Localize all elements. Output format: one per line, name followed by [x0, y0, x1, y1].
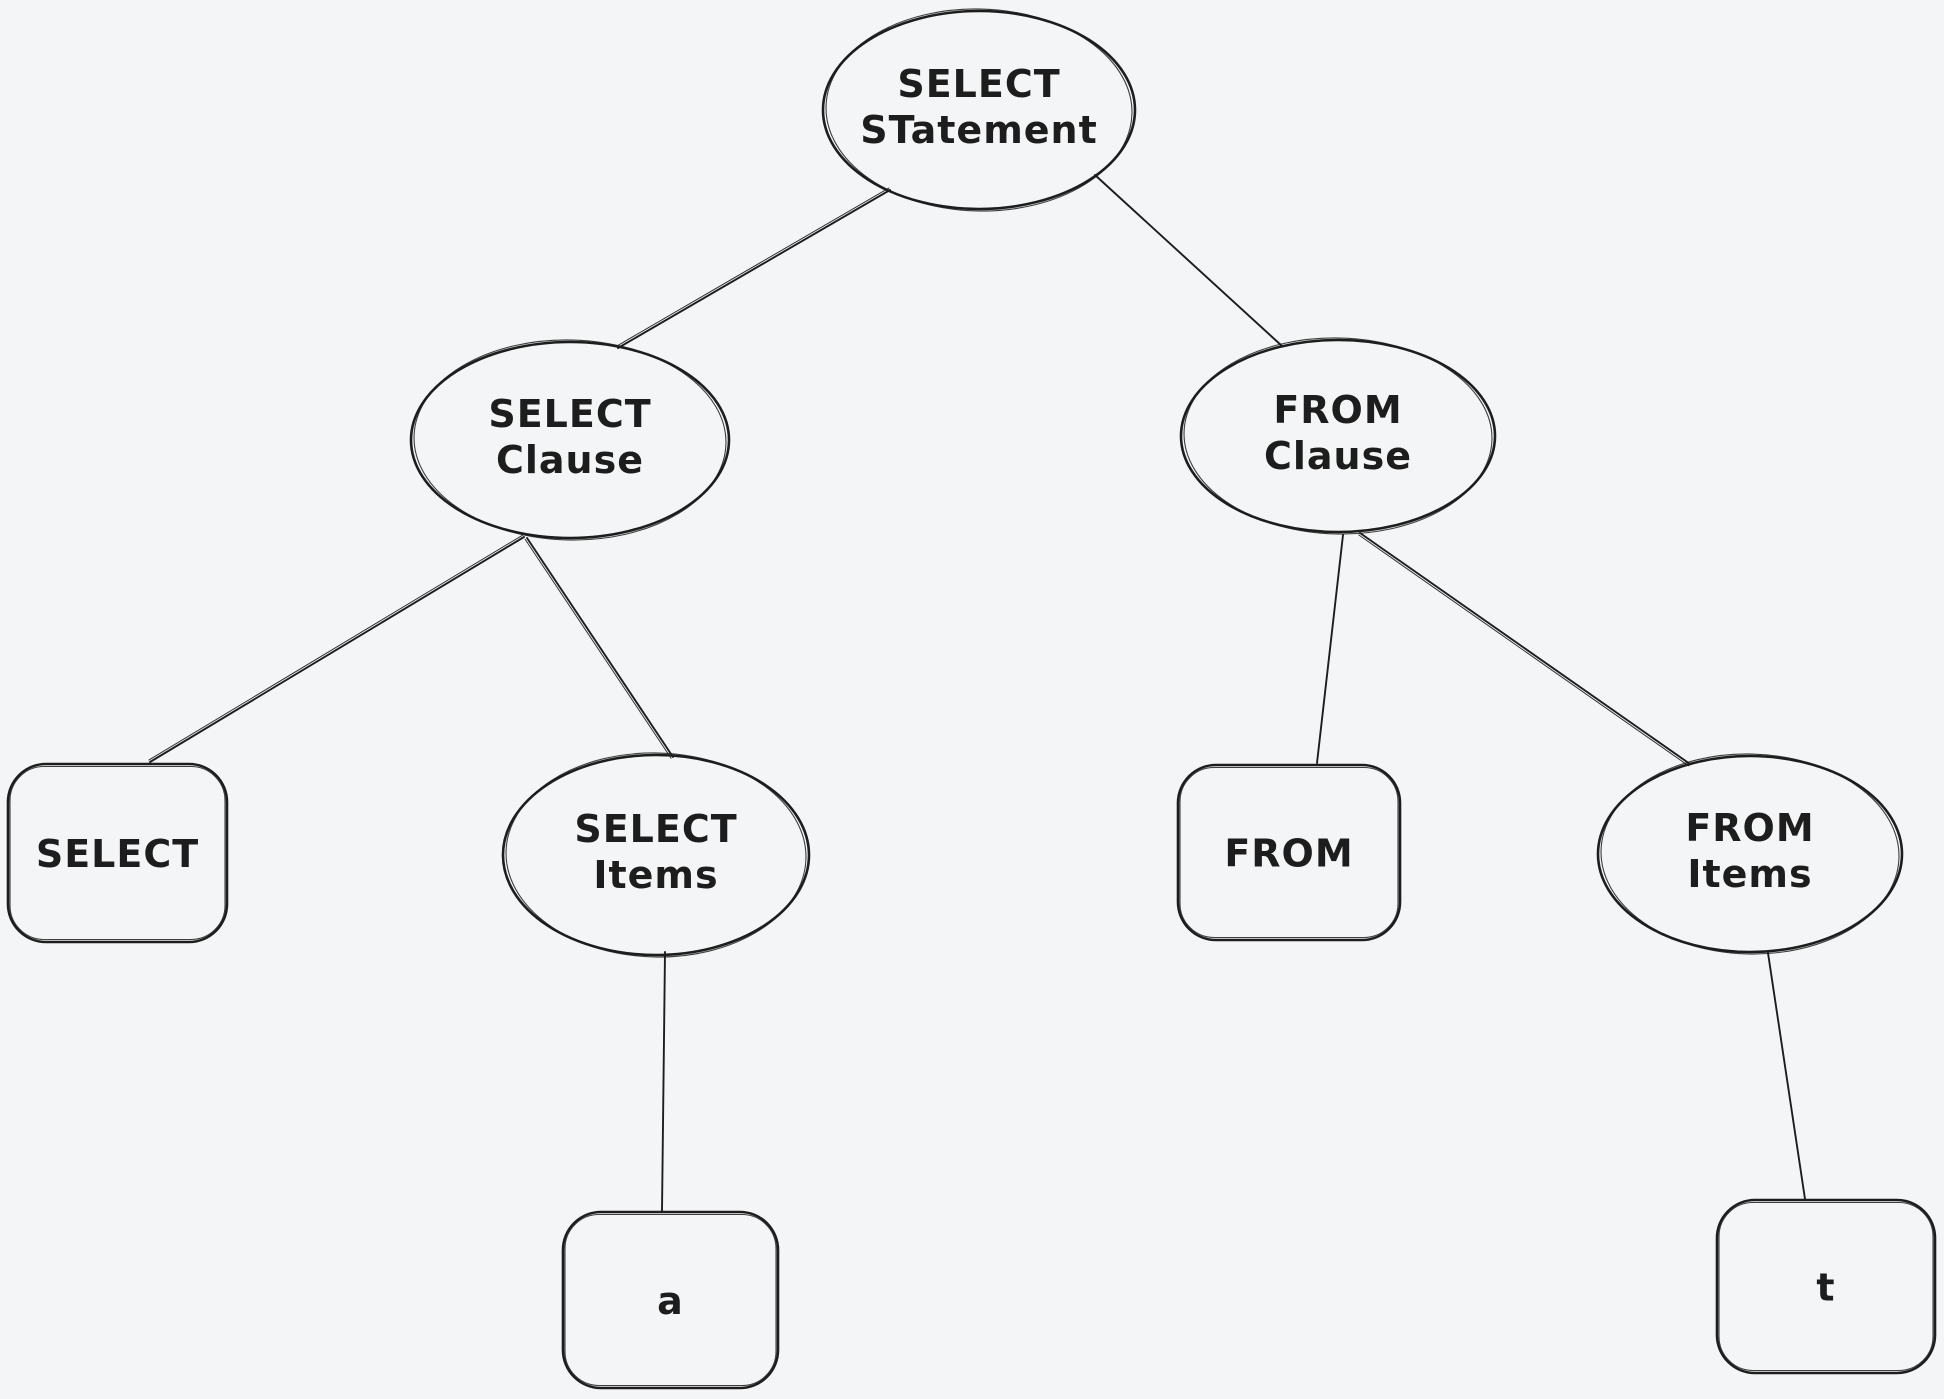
node-label: a	[657, 1279, 684, 1323]
rect-shape-sketch	[9, 765, 226, 941]
node-label: t	[1816, 1266, 1835, 1310]
node-item-t[interactable]: t	[1715, 1198, 1937, 1375]
rect-shape	[1176, 763, 1402, 942]
edge-select-items-item-a[interactable]	[661, 951, 666, 1212]
ellipse-shape	[821, 9, 1137, 211]
node-item-a[interactable]: a	[561, 1210, 780, 1390]
ellipse-shape-sketch	[1600, 753, 1900, 955]
edge-from-items-item-t[interactable]	[1767, 952, 1806, 1200]
node-label: SELECT	[36, 832, 199, 876]
edge-from-clause-from-items[interactable]	[1358, 532, 1691, 767]
ellipse-shape-sketch	[413, 339, 727, 541]
ellipse-shape	[409, 340, 731, 540]
edge-select-clause-select-keyword[interactable]	[148, 534, 525, 763]
edge-select-statement-select-clause[interactable]	[616, 187, 891, 349]
rect-shape-sketch	[1718, 1201, 1934, 1372]
ellipse-shape-sketch	[825, 8, 1133, 212]
node-select-keyword[interactable]: SELECT	[6, 762, 229, 944]
rect-shape	[6, 762, 229, 944]
rect-shape	[1715, 1198, 1937, 1375]
node-label: FROM	[1224, 832, 1353, 876]
ellipse-shape-sketch	[505, 752, 807, 958]
rect-shape-sketch	[564, 1213, 777, 1387]
node-from-keyword[interactable]: FROM	[1176, 763, 1402, 942]
rect-shape	[561, 1210, 780, 1390]
ellipse-shape	[1596, 754, 1904, 954]
edge-select-statement-from-clause[interactable]	[1094, 174, 1283, 347]
ellipse-shape	[1179, 338, 1497, 534]
edge-select-clause-select-items[interactable]	[524, 537, 674, 759]
edge-from-clause-from-keyword[interactable]	[1316, 534, 1344, 764]
ellipse-shape	[501, 753, 811, 957]
rect-shape-sketch	[1179, 766, 1399, 939]
ellipse-shape-sketch	[1183, 337, 1493, 535]
